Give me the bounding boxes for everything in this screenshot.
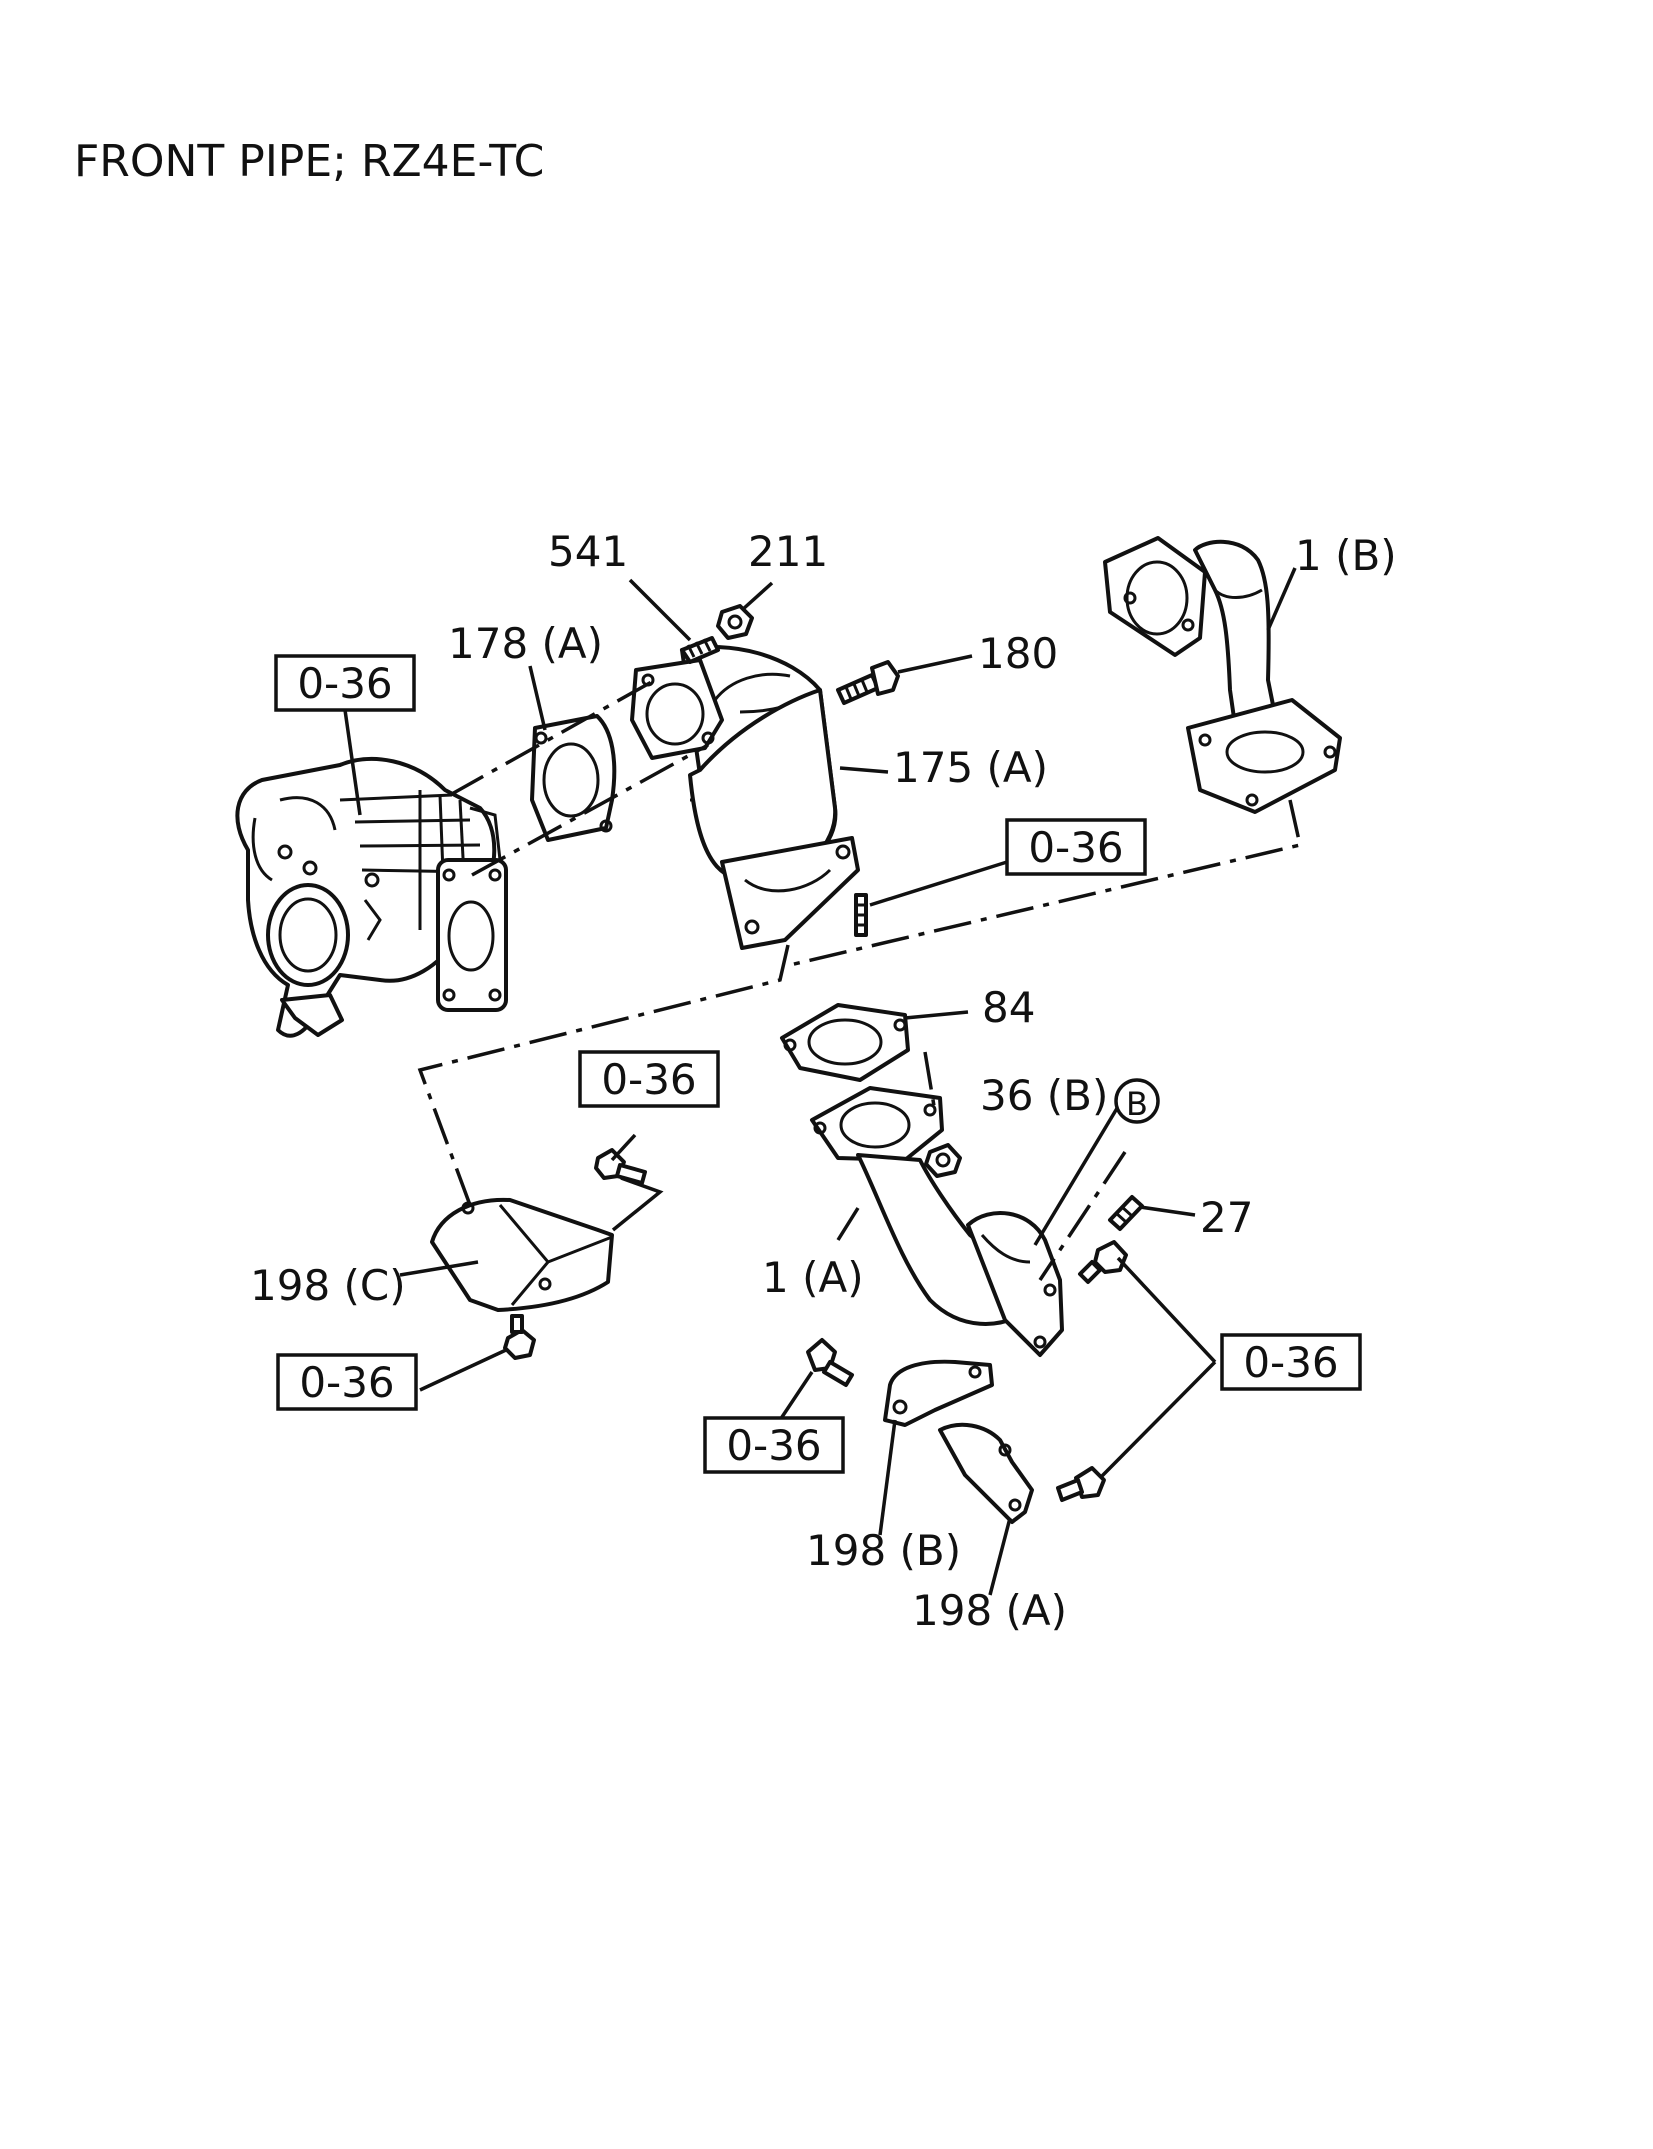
reference-box-shield-lower: 0-36	[276, 1353, 418, 1411]
reference-box-turbo: 0-36	[274, 654, 416, 712]
assembly-line	[449, 678, 656, 797]
turbocharger	[235, 757, 508, 1038]
leader-line	[897, 654, 973, 674]
heat-shield-198c	[430, 1197, 614, 1312]
reference-box-bracket-left: 0-36	[703, 1416, 845, 1474]
callout-175a: 175 (A)	[893, 743, 1048, 792]
callout-541: 541	[548, 527, 628, 576]
leader-line	[1139, 1205, 1196, 1217]
assembly-line	[417, 944, 790, 1206]
reference-label: 0-36	[726, 1421, 821, 1470]
assembly-line	[1038, 1151, 1127, 1281]
reference-label: 0-36	[601, 1055, 696, 1104]
leader-line	[878, 1419, 897, 1536]
leader-line	[1116, 1256, 1217, 1364]
assembly-line	[923, 1051, 937, 1113]
leader-line	[836, 1207, 860, 1241]
pipe-1a	[810, 1086, 1064, 1357]
reference-label: 0-36	[1028, 823, 1123, 872]
leader-line	[611, 1176, 664, 1232]
bracket-198a	[938, 1422, 1034, 1524]
leader-line	[740, 581, 774, 612]
callout-178a: 178 (A)	[448, 619, 603, 668]
callout-198b: 198 (B)	[806, 1526, 961, 1575]
bolt-pipe-right	[1078, 1240, 1128, 1284]
stud-541	[680, 636, 720, 664]
bolt-bracket-right	[1056, 1466, 1106, 1502]
reference-label: 0-36	[1243, 1338, 1338, 1387]
leader-line	[343, 709, 362, 816]
stud-27	[1108, 1195, 1144, 1231]
reference-circle-b: B	[1114, 1078, 1160, 1124]
bolt-shield-lower	[503, 1314, 536, 1360]
bolt-bracket-left	[806, 1338, 854, 1387]
assembly-line	[789, 799, 1303, 967]
leader-line	[610, 1133, 637, 1162]
leader-line	[628, 578, 692, 642]
page-title: FRONT PIPE; RZ4E-TC	[74, 136, 545, 187]
pipe-1b	[1103, 536, 1342, 814]
callout-198a: 198 (A)	[912, 1586, 1067, 1635]
leader-line	[988, 1517, 1012, 1596]
callout-1b: 1 (B)	[1295, 531, 1397, 580]
nut-211	[716, 604, 754, 640]
leader-line	[778, 1371, 814, 1421]
leader-line	[839, 766, 889, 774]
leader-line	[1033, 1099, 1124, 1246]
leader-line	[528, 665, 547, 731]
callout-1a: 1 (A)	[762, 1253, 864, 1302]
leader-line	[1100, 1360, 1217, 1478]
callout-198c: 198 (C)	[250, 1261, 406, 1310]
assembly-line	[471, 743, 709, 877]
gasket-178a	[530, 714, 617, 842]
catalytic-converter-175a	[630, 645, 860, 950]
gasket-84	[780, 1003, 910, 1082]
bracket-198b	[883, 1359, 994, 1427]
reference-box-pipe-right: 0-36	[1220, 1333, 1362, 1391]
circle-letter-b: B	[1126, 1085, 1148, 1123]
reference-label: 0-36	[297, 659, 392, 708]
leader-line	[1266, 567, 1297, 631]
bolt-shield-upper	[594, 1148, 647, 1185]
leader-line	[419, 1348, 507, 1392]
bolt-180	[836, 660, 900, 705]
leader-line	[904, 1010, 969, 1020]
callout-36b: 36 (B)	[980, 1071, 1108, 1120]
callout-27: 27	[1200, 1193, 1253, 1242]
nut-36b	[924, 1143, 962, 1178]
leader-line	[399, 1260, 479, 1277]
leader-line	[869, 860, 1008, 907]
reference-box-converter: 0-36	[1005, 818, 1147, 876]
callout-84: 84	[982, 983, 1035, 1032]
reference-box-shield-upper: 0-36	[578, 1050, 720, 1108]
callout-180: 180	[978, 629, 1058, 678]
reference-label: 0-36	[299, 1358, 394, 1407]
bolt-converter	[854, 893, 868, 937]
callout-211: 211	[748, 527, 828, 576]
